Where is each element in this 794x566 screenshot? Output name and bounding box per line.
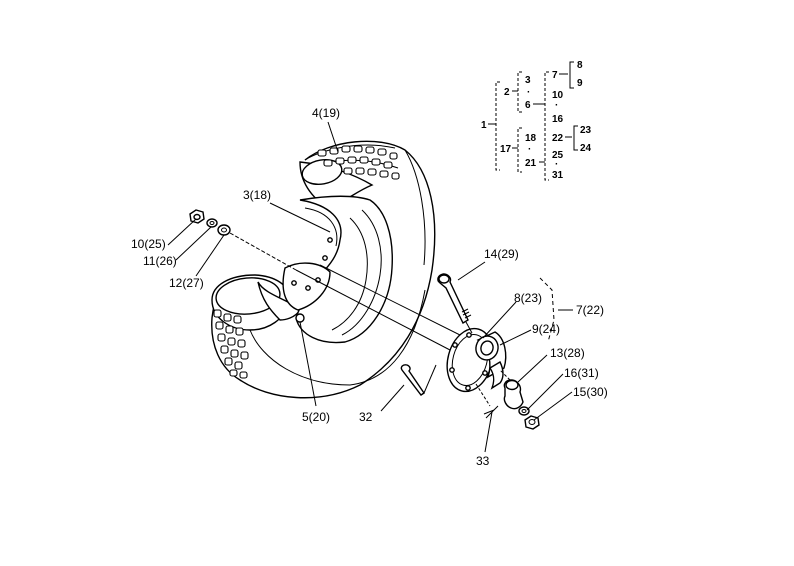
callout-hub: 8(23) <box>514 291 542 305</box>
tree-node-10: 10 <box>552 90 564 101</box>
tree-node-6: 6 <box>525 100 531 111</box>
callout-cotter: 33 <box>476 454 490 468</box>
tree-node-18: 18 <box>525 133 537 144</box>
callout-washer-11: 11(26) <box>143 254 177 268</box>
leader-lines <box>167 121 573 421</box>
tree-dot-3: · <box>528 144 531 155</box>
callout-nut: 15(30) <box>573 385 608 399</box>
cotter-pin <box>483 405 499 453</box>
washer-16 <box>518 406 530 416</box>
tree-node-7: 7 <box>552 70 558 81</box>
rim <box>282 195 393 344</box>
tree-node-23: 23 <box>580 125 592 136</box>
tree-node-31: 31 <box>552 170 564 181</box>
callout-rim: 3(18) <box>243 188 271 202</box>
hub-barrel <box>475 331 507 390</box>
tree-node-2: 2 <box>504 87 510 98</box>
hub-flange <box>446 327 494 393</box>
callout-washer-12: 12(27) <box>169 276 204 290</box>
callout-collar: 13(28) <box>550 346 585 360</box>
callout-pin: 32 <box>359 410 373 424</box>
tree-dot-1: · <box>527 87 530 98</box>
bolt-nut <box>189 209 205 224</box>
tree-node-24: 24 <box>580 143 592 154</box>
tree-node-17: 17 <box>500 144 512 155</box>
callout-bolt: 10(25) <box>131 237 166 251</box>
tree-node-25: 25 <box>552 150 564 161</box>
tree-node-8: 8 <box>577 60 583 71</box>
callout-washer-16: 16(31) <box>564 366 599 380</box>
washer-11 <box>206 218 218 228</box>
tree-node-21: 21 <box>525 158 537 169</box>
shaft <box>437 273 473 334</box>
tree-root: 1 <box>481 120 487 131</box>
tree-node-9: 9 <box>577 78 583 89</box>
callout-valve: 5(20) <box>302 410 330 424</box>
tree-dot-4: · <box>555 159 558 170</box>
pin <box>400 364 437 396</box>
callout-tire: 4(19) <box>312 106 340 120</box>
washer-12 <box>217 224 231 236</box>
callout-bearing: 9(24) <box>532 322 560 336</box>
parts-tree: 1 2 3 · 6 7 8 9 10 · 16 17 18 · 21 22 23… <box>481 60 592 181</box>
tree-dot-2: · <box>555 100 558 111</box>
tread-upper <box>317 145 400 180</box>
tree-node-22: 22 <box>552 133 564 144</box>
tree-node-3: 3 <box>525 75 531 86</box>
callout-hub-assembly: 7(22) <box>576 303 604 317</box>
tread-lower <box>213 309 249 379</box>
collar <box>503 379 524 410</box>
tree-node-16: 16 <box>552 114 564 125</box>
callout-shaft: 14(29) <box>484 247 519 261</box>
